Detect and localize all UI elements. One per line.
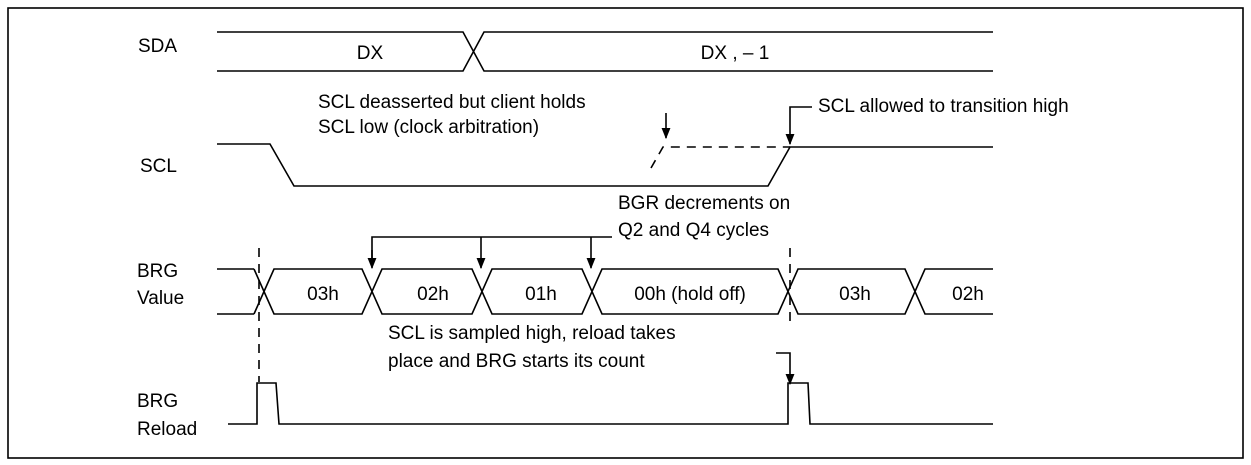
- sda-label: SDA: [138, 36, 177, 57]
- sda-value-dx-minus-1: DX , – 1: [701, 43, 770, 64]
- brg-value-label-line-1: BRG: [137, 261, 178, 282]
- bgr-decrements-note-line-1: BGR decrements on: [618, 193, 790, 214]
- brg-value-label-line-2: Value: [137, 288, 184, 309]
- brg-reload-label-line-1: BRG: [137, 391, 178, 412]
- brg-value-bus: [217, 268, 993, 315]
- clock-arbitration-note-line-2: SCL low (clock arbitration): [318, 117, 539, 138]
- reload-note-line-1: SCL is sampled high, reload takes: [388, 323, 676, 344]
- scl-waveform: [217, 143, 993, 187]
- brg-value-cell-1: 03h: [307, 284, 339, 305]
- brg-value-cell-5: 03h: [839, 284, 871, 305]
- brg-reload-label-line-2: Reload: [137, 419, 197, 440]
- brg-value-cell-4: 00h (hold off): [634, 284, 746, 305]
- brg-value-cell-6: 02h: [952, 284, 984, 305]
- transition-high-note: SCL allowed to transition high: [818, 96, 1069, 117]
- brg-value-cell-3: 01h: [525, 284, 557, 305]
- brg-reload-waveform: [228, 382, 993, 425]
- transition-high-arrow: [785, 106, 812, 146]
- reload-note-arrow: [776, 352, 795, 386]
- brg-value-cell-2: 02h: [417, 284, 449, 305]
- bgr-decrements-note-line-2: Q2 and Q4 cycles: [618, 220, 769, 241]
- scl-released-dashed: [650, 146, 790, 169]
- diagram-frame: [7, 7, 1244, 459]
- sda-waveform: [217, 31, 993, 72]
- bgr-decrements-bracket: [371, 236, 612, 266]
- sda-value-dx: DX: [357, 43, 384, 64]
- scl-label: SCL: [140, 156, 177, 177]
- clock-arbitration-note-line-1: SCL deasserted but client holds: [318, 92, 586, 113]
- reload-note-line-2: place and BRG starts its count: [388, 351, 645, 372]
